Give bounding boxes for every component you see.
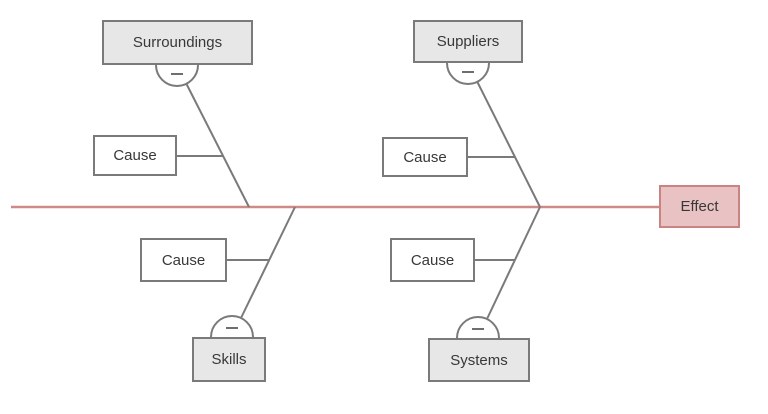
collapse-button-systems[interactable] [456, 316, 500, 339]
cause-node-systems[interactable]: Cause [390, 238, 475, 282]
branch-line-systems [486, 206, 541, 320]
collapse-button-skills[interactable] [210, 315, 254, 338]
category-node-suppliers[interactable]: Suppliers [413, 20, 523, 63]
effect-node[interactable]: Effect [659, 185, 740, 228]
cause-node-surroundings[interactable]: Cause [93, 135, 177, 176]
category-node-systems[interactable]: Systems [428, 338, 530, 382]
cause-node-skills[interactable]: Cause [140, 238, 227, 282]
collapse-button-surroundings[interactable] [155, 64, 199, 87]
branch-line-suppliers [476, 81, 541, 208]
category-node-skills[interactable]: Skills [192, 337, 266, 382]
cause-node-suppliers[interactable]: Cause [382, 137, 468, 177]
collapse-button-suppliers[interactable] [446, 62, 490, 85]
branch-line-skills [240, 206, 296, 319]
category-node-surroundings[interactable]: Surroundings [102, 20, 253, 65]
branch-line-surroundings [185, 83, 250, 208]
